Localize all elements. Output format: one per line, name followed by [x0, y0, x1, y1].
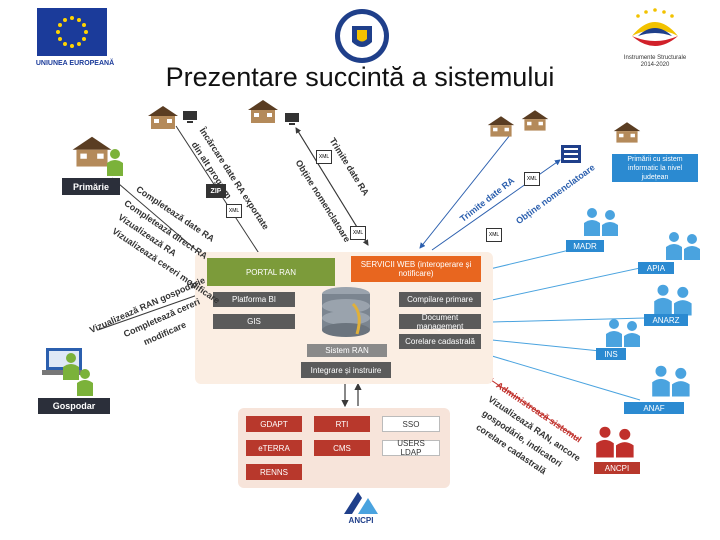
- zip-file-icon: ZIP: [206, 184, 226, 198]
- house-icon: [146, 104, 180, 135]
- component-box: SSO: [382, 416, 440, 432]
- government-crest-icon: [330, 6, 394, 66]
- component-box: RENNS: [246, 464, 302, 480]
- component-box: GDAPT: [246, 416, 302, 432]
- integration-box: Integrare și instruire: [301, 362, 391, 378]
- person-icon: [106, 148, 124, 181]
- is-label-line2: 2014-2020: [640, 62, 670, 68]
- person-group-icon: [652, 282, 696, 321]
- house-icon: [486, 114, 516, 143]
- eu-label: UNIUNEA EUROPEANĂ: [35, 60, 115, 67]
- ancpi-footer-label: ANCPI: [348, 516, 374, 525]
- person-group-icon: [594, 422, 638, 465]
- gis-box: GIS: [213, 314, 295, 329]
- person-group-icon: [604, 316, 644, 353]
- person-group-icon: [582, 206, 622, 241]
- bi-platform-box: Platforma BI: [213, 292, 295, 307]
- page-title: Prezentare succintă a sistemului: [165, 62, 555, 92]
- xml-file-icon: XML: [350, 226, 366, 240]
- is-label-line1: Instrumente Structurale: [623, 55, 687, 61]
- eu-flag: [37, 8, 107, 56]
- house-icon: [520, 108, 550, 137]
- web-services-box: SERVICII WEB (interoperare și notificare…: [351, 256, 481, 282]
- document-management-box: Document management: [399, 313, 481, 331]
- cadastral-correlation-box: Corelare cadastrală: [399, 334, 481, 349]
- external-components-panel: GDAPT RTI SSO eTERRA CMS USERS LDAP RENN…: [238, 408, 450, 488]
- anaf-label: ANAF: [624, 402, 684, 414]
- apia-label: APIA: [638, 262, 674, 274]
- computer-icon: [182, 110, 198, 129]
- gospodar-label: Gospodar: [38, 398, 110, 414]
- component-box: CMS: [314, 440, 370, 456]
- primarie-house-icon: [70, 134, 114, 173]
- person-group-icon: [664, 228, 704, 267]
- structural-instruments-logo-icon: [618, 6, 692, 66]
- xml-file-icon: XML: [486, 228, 502, 242]
- anarz-label: ANARZ: [644, 314, 688, 326]
- ancpi-label: ANCPI: [594, 462, 640, 474]
- server-icon: [560, 144, 582, 169]
- ins-label: INS: [596, 348, 626, 360]
- person-icon: [76, 368, 94, 401]
- person-group-icon: [650, 362, 694, 403]
- ancpi-logo-icon: [336, 488, 386, 523]
- database-icon: [317, 286, 375, 347]
- madr-label: MADR: [566, 240, 604, 252]
- component-box: eTERRA: [246, 440, 302, 456]
- xml-file-icon: XML: [226, 204, 242, 218]
- xml-file-icon: XML: [316, 150, 332, 164]
- computer-icon: [284, 112, 300, 131]
- compile-box: Compilare primare: [399, 292, 481, 307]
- xml-file-icon: XML: [524, 172, 540, 186]
- primarie-label: Primărie: [62, 178, 120, 195]
- structural-instruments-label: Instrumente Structurale 2014-2020: [612, 55, 698, 69]
- person-icon: [62, 352, 80, 385]
- primarii-judet-label: Primării cu sistem informatic la nivel j…: [612, 154, 698, 182]
- component-box: RTI: [314, 416, 370, 432]
- sistem-ran-box: Sistem RAN: [307, 344, 387, 357]
- house-icon: [246, 98, 280, 129]
- portal-ran-box: PORTAL RAN: [207, 258, 335, 286]
- house-icon: [612, 120, 642, 149]
- central-system-panel: PORTAL RAN SERVICII WEB (interoperare și…: [195, 252, 493, 384]
- component-box: USERS LDAP: [382, 439, 440, 457]
